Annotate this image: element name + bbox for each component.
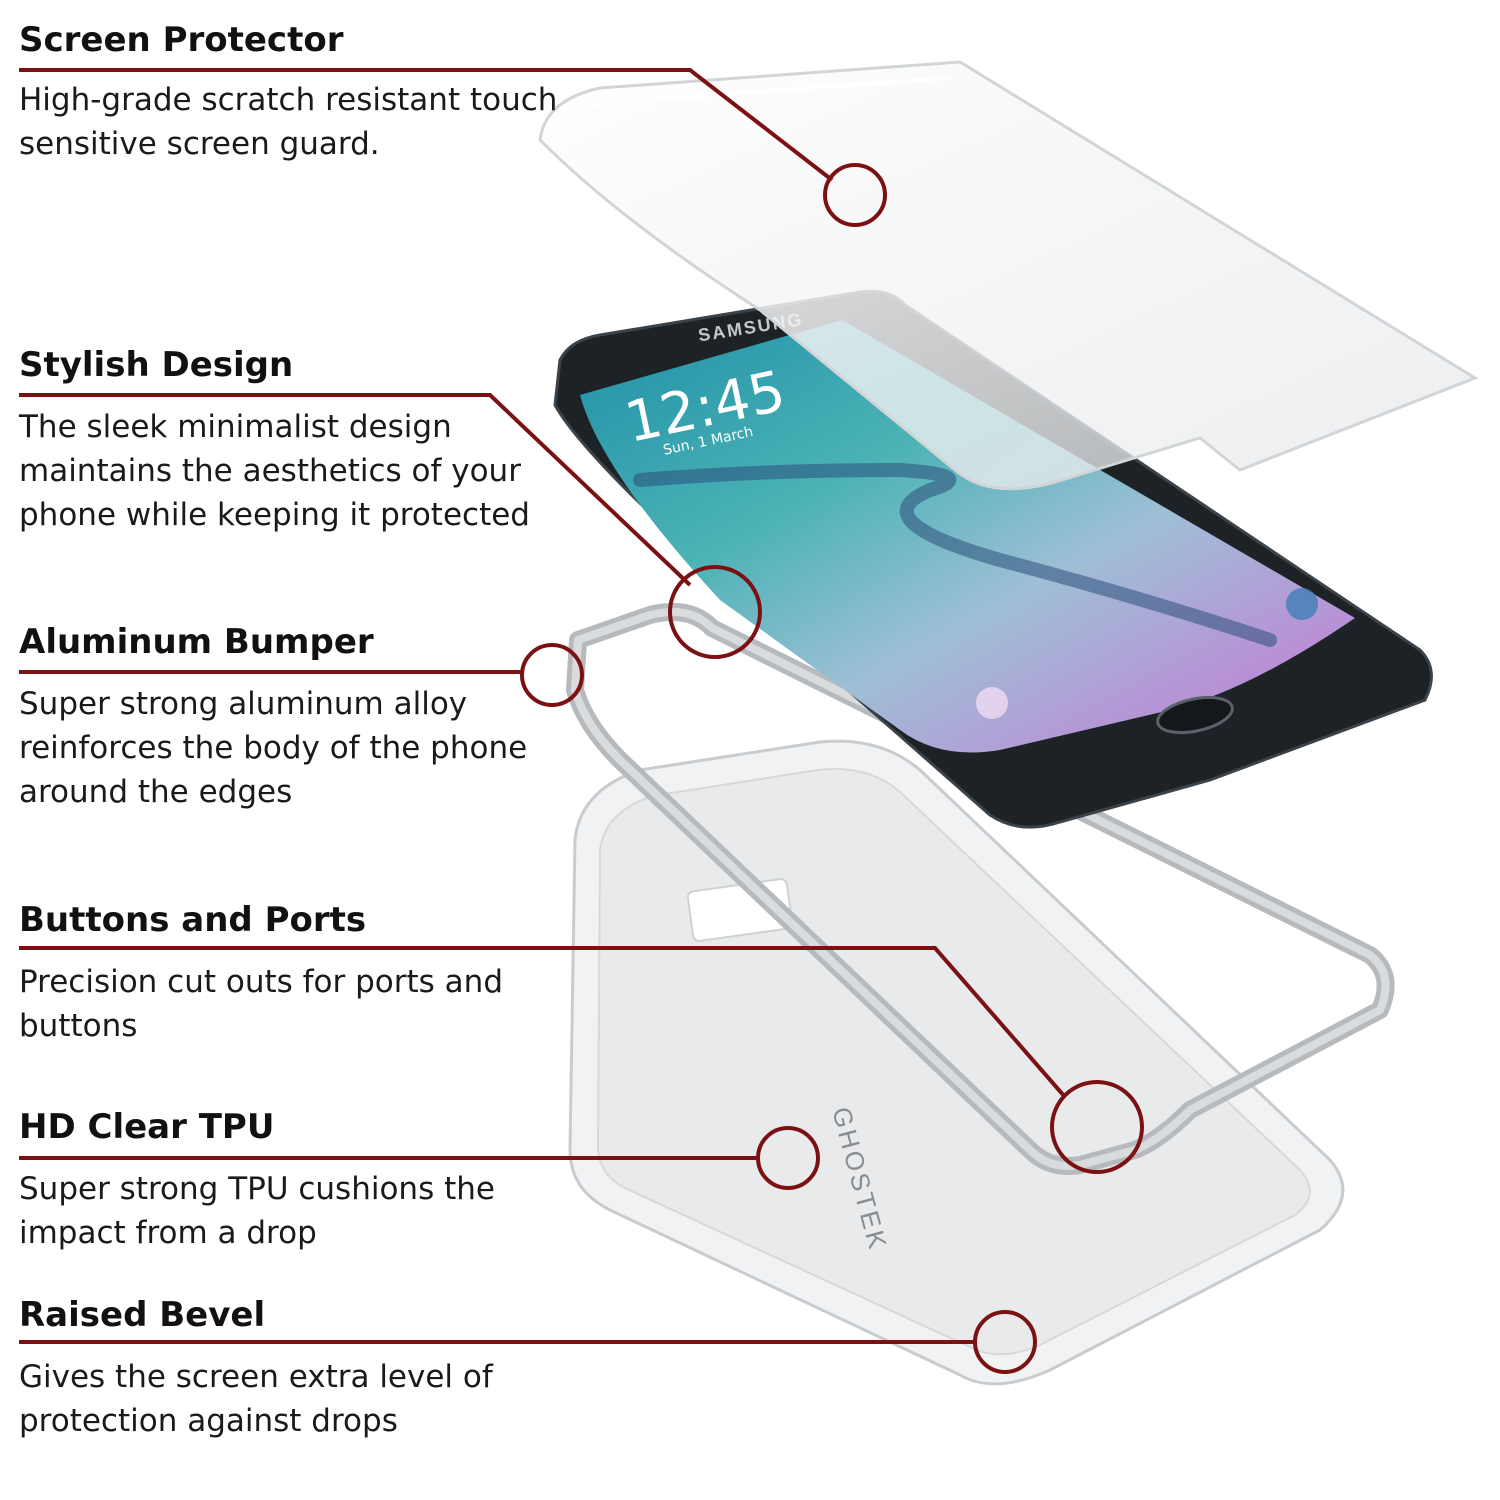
feature-description: Super strong aluminum alloy reinforces t…: [19, 686, 528, 810]
feature-description: Precision cut outs for ports and buttons: [19, 964, 503, 1044]
feature-title: Aluminum Bumper: [19, 622, 374, 662]
camera-shortcut-icon: [1286, 588, 1318, 620]
feature-description: Super strong TPU cushions the impact fro…: [19, 1171, 495, 1251]
feature-title: Screen Protector: [19, 20, 344, 60]
feature-title: Buttons and Ports: [19, 900, 367, 940]
feature-title: HD Clear TPU: [19, 1107, 275, 1147]
feature-description: High-grade scratch resistant touch sensi…: [19, 82, 558, 162]
feature-title: Raised Bevel: [19, 1295, 266, 1335]
phone-screen: [580, 320, 1355, 753]
feature-title: Stylish Design: [19, 345, 294, 385]
phone-shortcut-icon: [976, 687, 1008, 719]
home-button: [1156, 695, 1234, 735]
tpu-case: GHOSTEK: [568, 739, 1345, 1386]
feature-description: Gives the screen extra level of protecti…: [19, 1359, 493, 1439]
feature-description: The sleek minimalist design maintains th…: [19, 409, 530, 533]
